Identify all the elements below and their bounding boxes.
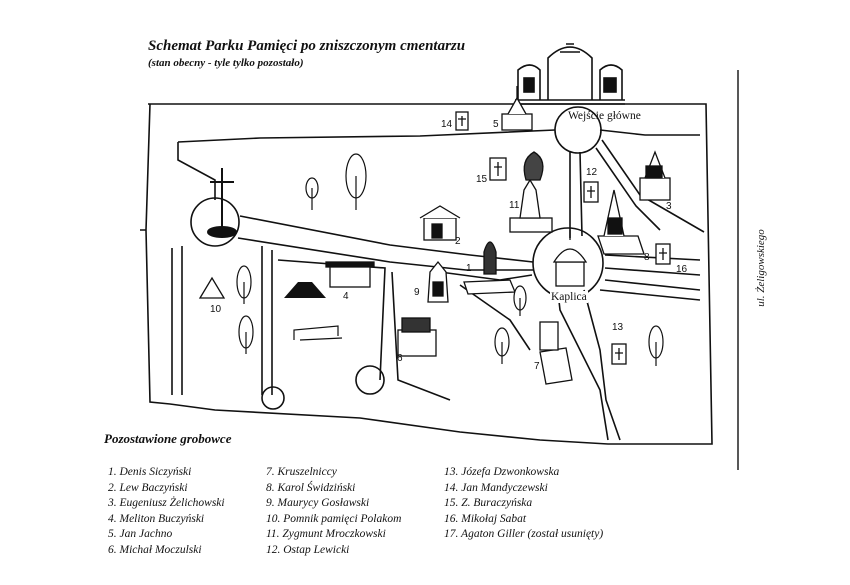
- plot-number: 16: [676, 264, 688, 275]
- plot-number: 12: [586, 167, 598, 178]
- legend-item: 10. Pomnik pamięci Polakom: [266, 512, 402, 525]
- plot-number: 4: [343, 291, 349, 302]
- legend-item: 12. Ostap Lewicki: [266, 543, 350, 556]
- legend-title: Pozostawione grobowce: [104, 431, 232, 446]
- monument-5: [501, 86, 533, 131]
- legend-column-2: 7. Kruszelniccy 8. Karol Świdziński 9. M…: [266, 465, 401, 558]
- legend-item: 2. Lew Baczyński: [108, 481, 188, 494]
- legend-item: 4. Meliton Buczyński: [108, 512, 205, 525]
- legend-column-1: 1. Denis Siczyński 2. Lew Baczyński 3. E…: [108, 465, 225, 558]
- monument-9: [427, 260, 449, 303]
- legend-item: 1. Denis Siczyński: [108, 466, 192, 478]
- plot-number: 13: [612, 322, 624, 333]
- legend-item: 7. Kruszelniccy: [266, 466, 337, 478]
- monument-7: [539, 321, 573, 385]
- plot-number: 14: [441, 119, 453, 130]
- cross-monument: [207, 168, 237, 238]
- trees: [236, 153, 664, 366]
- legend-item: 8. Karol Świdziński: [266, 481, 356, 494]
- plot-number: 6: [397, 353, 403, 364]
- grave-markers: [455, 111, 671, 365]
- monument-4: [325, 261, 375, 288]
- legend-item: 16. Mikołaj Sabat: [444, 512, 527, 525]
- entrance-label: Wejście główne: [568, 110, 641, 122]
- fenced-graves: [293, 325, 343, 341]
- legend-item: 15. Z. Buraczyńska: [444, 497, 533, 509]
- legend-item: 13. Józefa Dzwonkowska: [444, 466, 560, 478]
- map-subtitle: (stan obecny - tyle tylko pozostało): [148, 57, 304, 69]
- street-label: ul. Żeligowskiego: [754, 229, 767, 307]
- monument-10: [198, 276, 226, 299]
- mound: [284, 282, 326, 298]
- plot-number: 10: [210, 304, 222, 315]
- plot-number: 1: [466, 263, 472, 274]
- legend-item: 9. Maurycy Gosławski: [266, 497, 370, 509]
- footpaths: [140, 129, 705, 441]
- monument-3: [639, 150, 671, 201]
- park-boundary: [145, 103, 713, 445]
- monument-2: [419, 205, 461, 241]
- plot-number: 5: [493, 119, 499, 130]
- legend-column-3: 13. Józefa Dzwonkowska 14. Jan Mandyczew…: [444, 465, 603, 543]
- legend-item: 6. Michał Moczulski: [108, 543, 202, 556]
- monument-8: [597, 189, 645, 255]
- monument-11: [509, 151, 553, 233]
- legend-item: 5. Jan Jachno: [108, 528, 173, 540]
- map-title: Schemat Parku Pamięci po zniszczonym cme…: [148, 38, 466, 54]
- legend-item: 11. Zygmunt Mroczkowski: [266, 528, 386, 540]
- plot-number: 9: [414, 287, 420, 298]
- plot-number: 8: [644, 252, 650, 263]
- plot-number: 11: [509, 200, 520, 211]
- legend-item: 17. Agaton Giller (został usunięty): [444, 528, 604, 540]
- monument-6: [397, 317, 437, 357]
- plot-number: 15: [476, 174, 488, 185]
- entrance-gate: [515, 43, 625, 105]
- chapel-building: [552, 230, 588, 287]
- chapel-label: Kaplica: [550, 291, 588, 303]
- plot-number: 2: [455, 236, 461, 247]
- plot-number: 7: [534, 361, 540, 372]
- legend-item: 14. Jan Mandyczewski: [444, 481, 548, 494]
- legend-item: 3. Eugeniusz Żelichowski: [108, 497, 225, 509]
- plot-number: 3: [666, 201, 672, 212]
